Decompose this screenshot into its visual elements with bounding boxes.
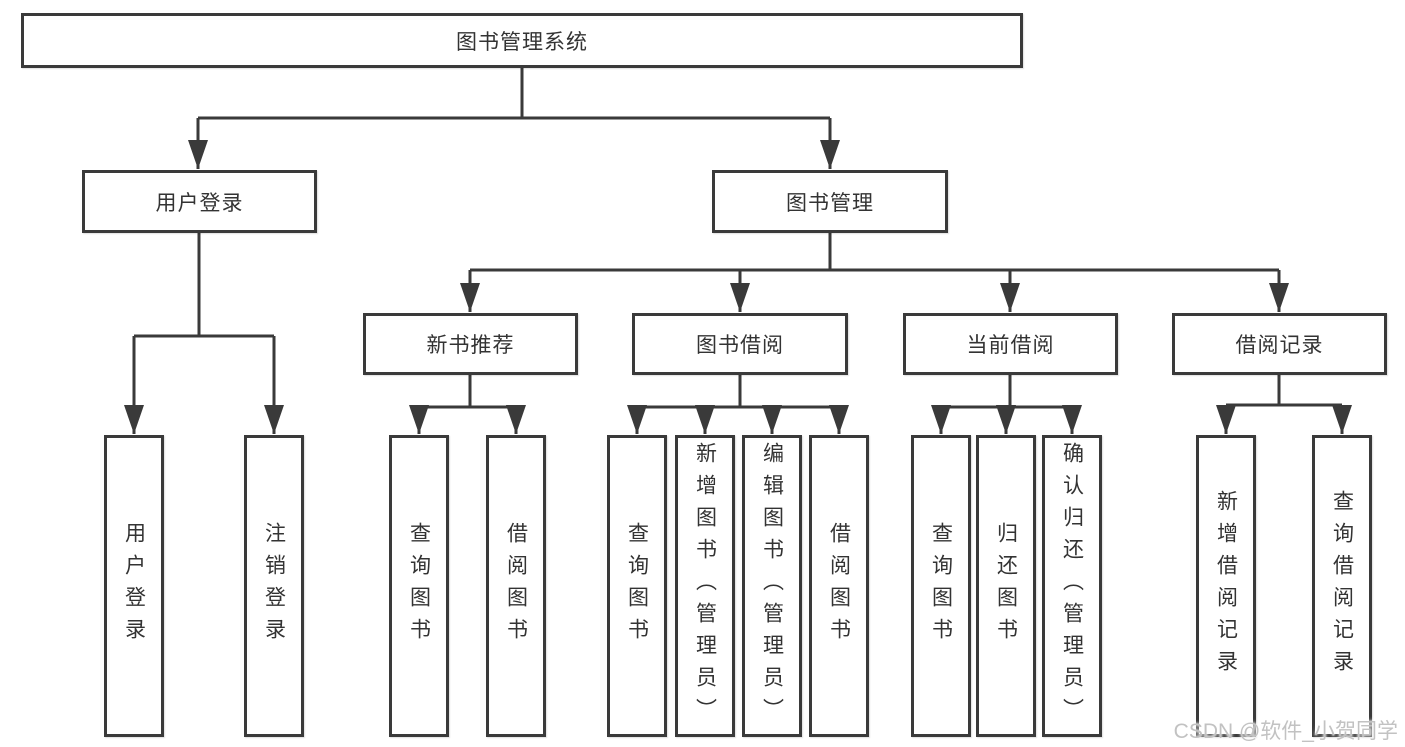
leaf-borrow-borrow-book: 借阅图书 [809, 435, 869, 737]
node-label: 新增图书（管理员） [693, 442, 717, 730]
leaf-records-query-record: 查询借阅记录 [1312, 435, 1372, 737]
node-label: 借阅记录 [1235, 334, 1324, 357]
leaf-current-query-book: 查询图书 [911, 435, 971, 737]
node-user-login: 用户登录 [82, 170, 317, 233]
leaf-current-return-book: 归还图书 [976, 435, 1036, 737]
node-label: 查询图书 [929, 522, 953, 650]
node-label: 新增借阅记录 [1214, 490, 1238, 682]
leaf-records-add-record: 新增借阅记录 [1196, 435, 1256, 737]
node-label: 查询图书 [407, 522, 431, 650]
leaf-borrow-query-book: 查询图书 [607, 435, 667, 737]
node-label: 借阅图书 [504, 522, 528, 650]
node-book-management: 图书管理 [712, 170, 948, 233]
leaf-user-login: 用户登录 [104, 435, 164, 737]
node-label: 查询图书 [625, 522, 649, 650]
node-new-book-recommend: 新书推荐 [363, 313, 578, 375]
node-label: 图书管理系统 [456, 30, 588, 54]
csdn-watermark: CSDN @软件_小贺同学 [1173, 720, 1398, 743]
node-current-borrow: 当前借阅 [903, 313, 1118, 375]
node-label: 注销登录 [262, 522, 286, 650]
leaf-borrow-edit-book-admin: 编辑图书（管理员） [742, 435, 802, 737]
node-borrow-records: 借阅记录 [1172, 313, 1387, 375]
node-label: 新书推荐 [426, 334, 515, 357]
node-label: 确认归还（管理员） [1060, 442, 1084, 730]
leaf-newbook-borrow-book: 借阅图书 [486, 435, 546, 737]
node-label: 图书管理 [786, 191, 874, 215]
leaf-logout: 注销登录 [244, 435, 304, 737]
leaf-current-confirm-return-admin: 确认归还（管理员） [1042, 435, 1102, 737]
node-label: 借阅图书 [827, 522, 851, 650]
leaf-newbook-query-book: 查询图书 [389, 435, 449, 737]
leaf-borrow-add-book-admin: 新增图书（管理员） [675, 435, 735, 737]
node-label: 用户登录 [155, 191, 244, 215]
node-label: 用户登录 [122, 522, 146, 650]
node-label: 编辑图书（管理员） [760, 442, 784, 730]
node-label: 图书借阅 [696, 334, 784, 357]
node-book-borrow: 图书借阅 [632, 313, 848, 375]
node-label: 归还图书 [994, 522, 1018, 650]
node-label: 当前借阅 [966, 334, 1055, 357]
node-system-root: 图书管理系统 [21, 13, 1023, 68]
node-label: 查询借阅记录 [1330, 490, 1354, 682]
